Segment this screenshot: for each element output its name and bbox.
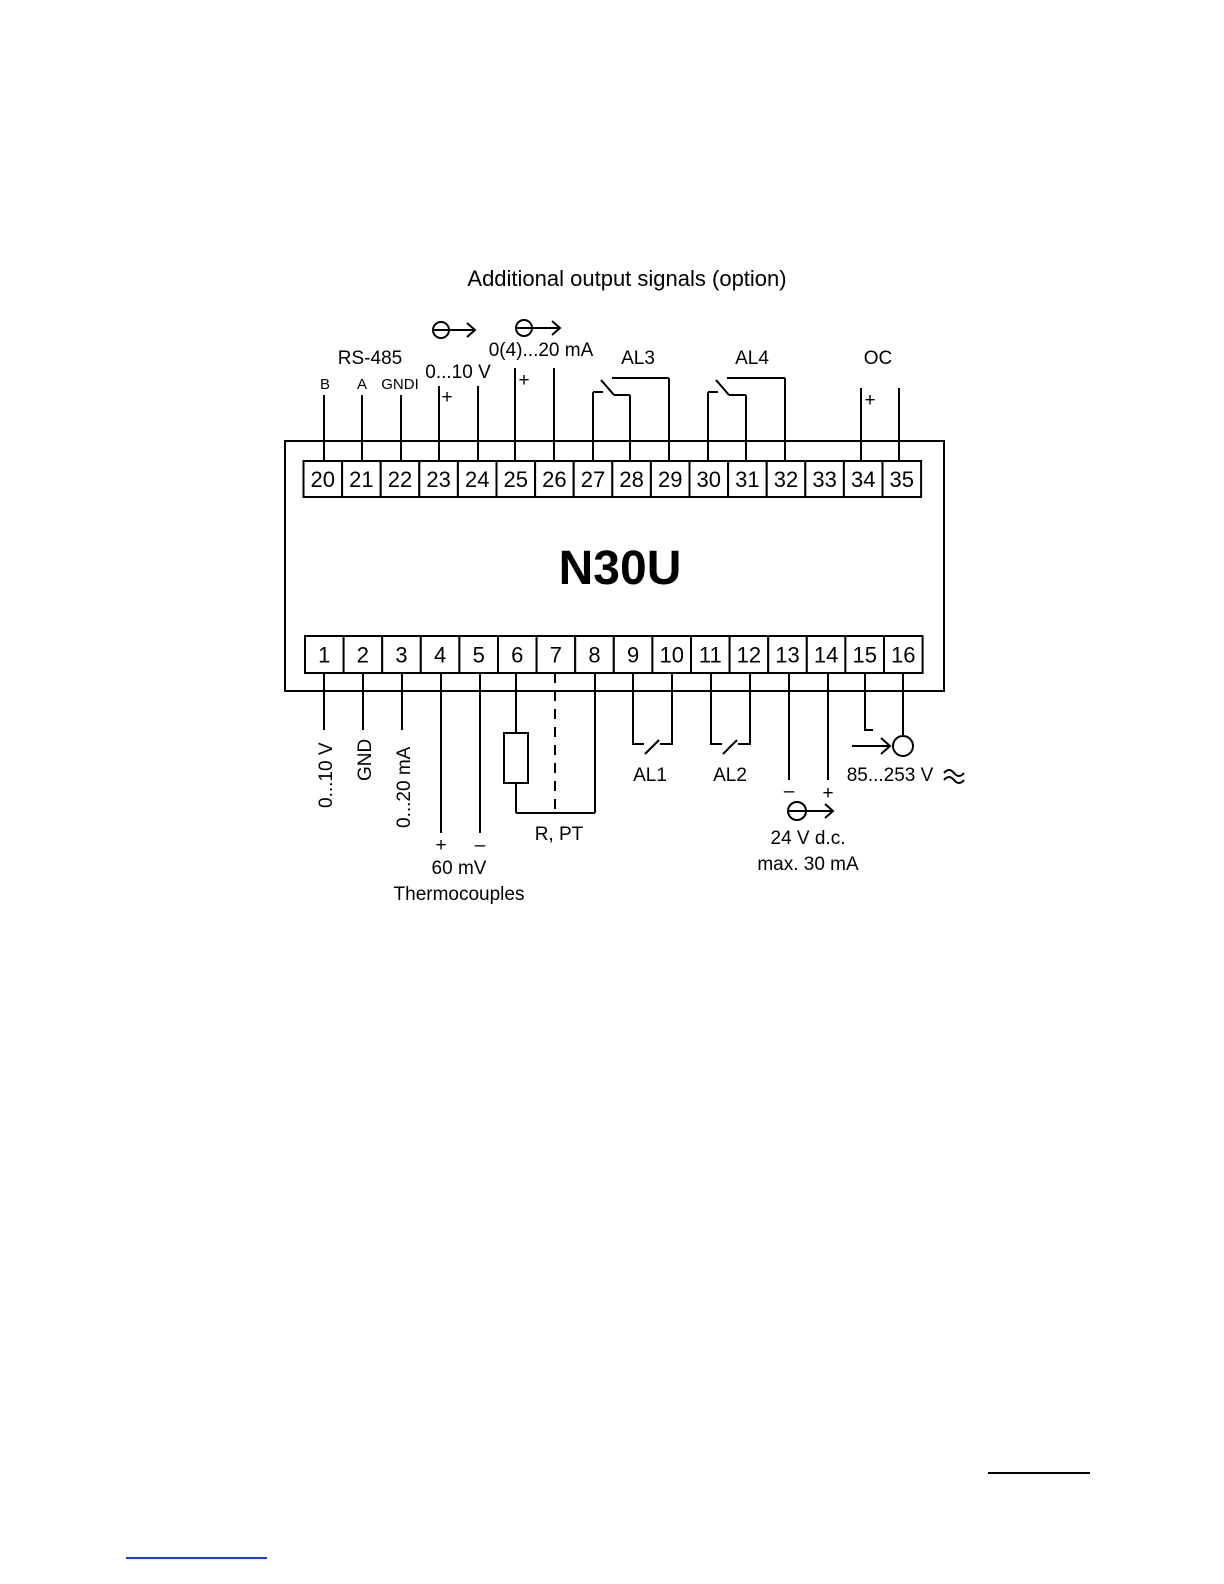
al1-relay-contact-icon — [633, 673, 672, 754]
input-0-10v-label: 0...10 V — [316, 742, 337, 808]
bottom-terminal-label-10: 10 — [659, 643, 683, 668]
bottom-terminal-label-4: 4 — [434, 643, 446, 668]
al2-label: AL2 — [713, 765, 747, 786]
top-terminal-row: 20 21 22 23 24 25 26 27 28 29 30 31 32 33 34 35 — [304, 461, 922, 497]
rs485-label: RS-485 — [338, 348, 402, 369]
oc-plus: + — [864, 390, 875, 411]
top-terminal-label-34: 34 — [851, 467, 875, 492]
thermocouple-minus: – — [475, 835, 486, 856]
rs485-a-label: A — [357, 376, 367, 393]
rs485-gndi-label: GNDI — [381, 376, 419, 393]
al4-relay-contact-icon — [708, 378, 785, 461]
al3-label: AL3 — [621, 348, 655, 369]
footer-rule-right — [988, 1472, 1090, 1474]
voltage-output-plus: + — [441, 387, 452, 408]
supply-minus: – — [784, 781, 795, 802]
top-terminal-label-25: 25 — [504, 467, 528, 492]
diagram-title: Additional output signals (option) — [467, 266, 786, 291]
bottom-terminal-label-16: 16 — [891, 643, 915, 668]
ac-dc-symbol-icon — [944, 770, 964, 783]
resistor-icon — [504, 673, 595, 813]
thermocouple-plus: + — [435, 835, 446, 856]
top-terminal-label-20: 20 — [311, 467, 335, 492]
bottom-terminal-label-6: 6 — [511, 643, 523, 668]
top-terminal-label-22: 22 — [388, 467, 412, 492]
top-terminal-label-27: 27 — [581, 467, 605, 492]
top-terminal-label-24: 24 — [465, 467, 489, 492]
bottom-terminal-label-15: 15 — [852, 643, 876, 668]
bottom-terminal-label-9: 9 — [627, 643, 639, 668]
voltage-output-icon — [433, 322, 475, 338]
top-wiring: RS-485 B A GNDI 0...10 V + 0(4)...20 mA … — [320, 320, 899, 461]
al3-relay-contact-icon — [593, 378, 669, 461]
voltage-output-label: 0...10 V — [425, 362, 491, 383]
bottom-terminal-label-1: 1 — [318, 643, 330, 668]
supply-plus: + — [822, 783, 833, 804]
thermocouple-60mv-label: 60 mV — [432, 858, 487, 879]
al1-label: AL1 — [633, 765, 667, 786]
input-0-20ma-label: 0...20 mA — [394, 746, 415, 828]
oc-label: OC — [864, 348, 893, 369]
top-terminal-label-33: 33 — [812, 467, 836, 492]
supply-max-label: max. 30 mA — [757, 854, 859, 875]
al2-relay-contact-icon — [711, 673, 750, 754]
top-terminal-label-23: 23 — [426, 467, 450, 492]
bottom-terminal-label-14: 14 — [814, 643, 838, 668]
rs485-b-label: B — [320, 376, 330, 393]
mains-label: 85...253 V — [847, 765, 934, 786]
current-output-plus: + — [518, 370, 529, 391]
bottom-terminal-label-8: 8 — [588, 643, 600, 668]
top-terminal-label-21: 21 — [349, 467, 373, 492]
current-output-icon — [516, 320, 560, 336]
al4-label: AL4 — [735, 348, 769, 369]
top-terminal-label-32: 32 — [774, 467, 798, 492]
bottom-terminal-label-12: 12 — [737, 643, 761, 668]
supply-24v-label: 24 V d.c. — [771, 828, 846, 849]
bottom-terminal-label-5: 5 — [473, 643, 485, 668]
mains-supply-icon — [852, 673, 913, 756]
supply-output-icon — [788, 802, 833, 820]
thermocouples-label: Thermocouples — [394, 884, 525, 905]
model-name: N30U — [559, 542, 682, 595]
top-terminal-label-31: 31 — [735, 467, 759, 492]
input-gnd-label: GND — [355, 739, 376, 781]
top-terminal-label-29: 29 — [658, 467, 682, 492]
bottom-terminal-label-3: 3 — [395, 643, 407, 668]
bottom-terminal-label-7: 7 — [550, 643, 562, 668]
top-terminal-label-26: 26 — [542, 467, 566, 492]
bottom-terminal-label-2: 2 — [357, 643, 369, 668]
bottom-wiring: 0...10 V GND 0...20 mA + – 60 mV Thermoc… — [316, 673, 964, 905]
top-terminal-label-30: 30 — [697, 467, 721, 492]
top-terminal-label-28: 28 — [619, 467, 643, 492]
footer-link-underline[interactable] — [126, 1557, 267, 1559]
bottom-terminal-label-11: 11 — [699, 643, 722, 668]
top-terminal-label-35: 35 — [890, 467, 914, 492]
rpt-label: R, PT — [535, 824, 584, 845]
bottom-terminal-label-13: 13 — [775, 643, 799, 668]
current-output-label: 0(4)...20 mA — [489, 340, 594, 361]
